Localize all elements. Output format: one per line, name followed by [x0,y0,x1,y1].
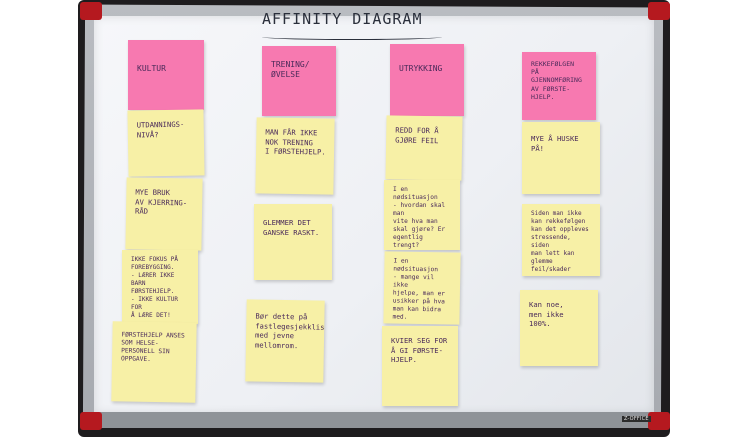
sticky-note: I en nødsituasjon - mange vil ikke hjelp… [383,251,461,325]
sticky-note: I en nødsituasjon - hvordan skal man vit… [384,180,460,250]
sticky-note: REDD FOR Å GJØRE FEIL [385,115,463,181]
sticky-note-header: TRENING/ ØVELSE [262,46,336,116]
sticky-note: IKKE FOKUS PÅ FOREBYGGING. - LÆRER IKKE … [122,250,198,324]
sticky-note-header: UTRYKKING [390,44,464,116]
sticky-note-header: KULTUR [128,40,204,110]
sticky-note: FØRSTEHJELP ANSES SOM HELSE- PERSONELL S… [111,321,197,403]
sticky-note-header: REKKEFØLGEN PÅ GJENNOMFØRING AV FØRSTE- … [522,52,596,120]
sticky-note: Siden man ikke kan rekkefølgen kan det o… [522,204,600,276]
title-underline [262,34,442,40]
marker-tray [84,412,662,428]
sticky-note: KVIER SEG FOR Å GI FØRSTE- HJELP. [382,326,458,406]
sticky-note: GLEMMER DET GANSKE RASKT. [254,204,332,280]
sticky-note: MYE BRUK AV KJERRING- RÅD [125,177,203,251]
sticky-note: Bør dette på fastlegesjekkliste med jevn… [245,299,325,383]
sticky-note: Kan noe, men ikke 100%. [520,290,598,366]
brand-label: Z-OFFICE [622,416,651,422]
board-title: AFFINITY DIAGRAM [262,10,423,28]
sticky-note: UTDANNINGS- NIVÅ? [127,109,205,177]
sticky-note: MYE Å HUSKE PÅ! [522,122,600,194]
frame-corner-cap [80,412,102,430]
frame-corner-cap [80,2,102,20]
sticky-note: MAN FÅR IKKE NOK TRENING I FØRSTEHJELP. [255,117,335,195]
frame-corner-cap [648,412,670,430]
frame-corner-cap [648,2,670,20]
